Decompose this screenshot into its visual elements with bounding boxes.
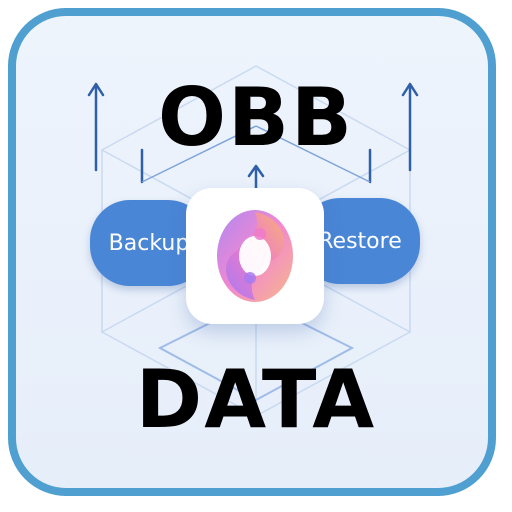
swirl-logo-icon <box>217 210 293 302</box>
up-arrow-icon-right <box>401 82 419 172</box>
data-title: DATA <box>135 353 377 446</box>
logo-card <box>186 188 324 324</box>
up-arrow-icon-left <box>87 82 105 172</box>
up-arrow-icon-center <box>247 164 265 190</box>
restore-label: Restore <box>318 228 402 254</box>
backup-label: Backup <box>108 230 190 256</box>
inner-diamond-shape <box>157 298 355 402</box>
obb-title: OBB <box>158 71 354 164</box>
